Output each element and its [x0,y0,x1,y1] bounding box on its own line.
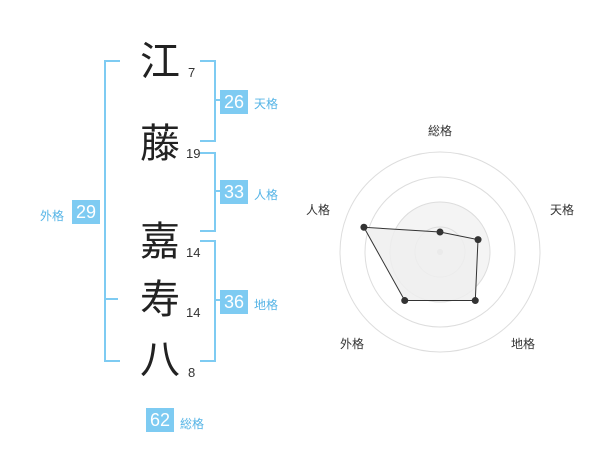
radar-chart [339,151,541,353]
radar-point-2 [471,297,479,305]
stroke-count-1: 7 [188,65,196,80]
tenkaku-connector [216,99,222,101]
radar-point-3 [401,297,409,305]
axis-label-tenkaku: 天格 [550,203,575,217]
soukaku-value: 62 [146,408,174,432]
axis-label-chikaku: 地格 [511,337,536,351]
axis-label-soukaku: 総格 [428,124,453,138]
gaikaku-bracket-mid-tick [104,298,118,300]
chikaku-label: 地格 [254,298,279,312]
tenkaku-value: 26 [220,90,248,114]
tenkaku-label: 天格 [254,97,279,111]
stroke-count-2: 19 [186,146,201,161]
name-char-4: 寿 [140,277,180,323]
gaikaku-bracket [104,60,120,362]
radar-series-polygon [363,226,479,301]
radar-point-0 [436,228,444,236]
axis-label-gaikaku: 外格 [340,337,365,351]
stroke-count-3: 14 [186,245,201,260]
jinkaku-bracket [200,152,216,232]
name-char-3: 嘉 [140,219,180,265]
chikaku-connector [216,299,222,301]
gaikaku-label: 外格 [40,209,65,223]
radar-point-1 [474,236,482,244]
jinkaku-label: 人格 [254,188,279,202]
jinkaku-connector [216,190,222,192]
soukaku-label: 総格 [180,417,205,431]
gaikaku-value: 29 [72,200,100,224]
stroke-count-5: 8 [188,365,196,380]
name-char-1: 江 [140,39,180,85]
chikaku-bracket [200,240,216,362]
tenkaku-bracket [200,60,216,142]
jinkaku-value: 33 [220,180,248,204]
name-char-2: 藤 [140,121,180,167]
axis-label-jinkaku: 人格 [306,203,331,217]
radar-point-4 [360,223,368,231]
radar-ring-4 [339,151,541,353]
stroke-count-4: 14 [186,305,201,320]
chikaku-value: 36 [220,290,248,314]
name-char-5: 八 [140,337,180,383]
radar-ring-3 [364,176,516,328]
